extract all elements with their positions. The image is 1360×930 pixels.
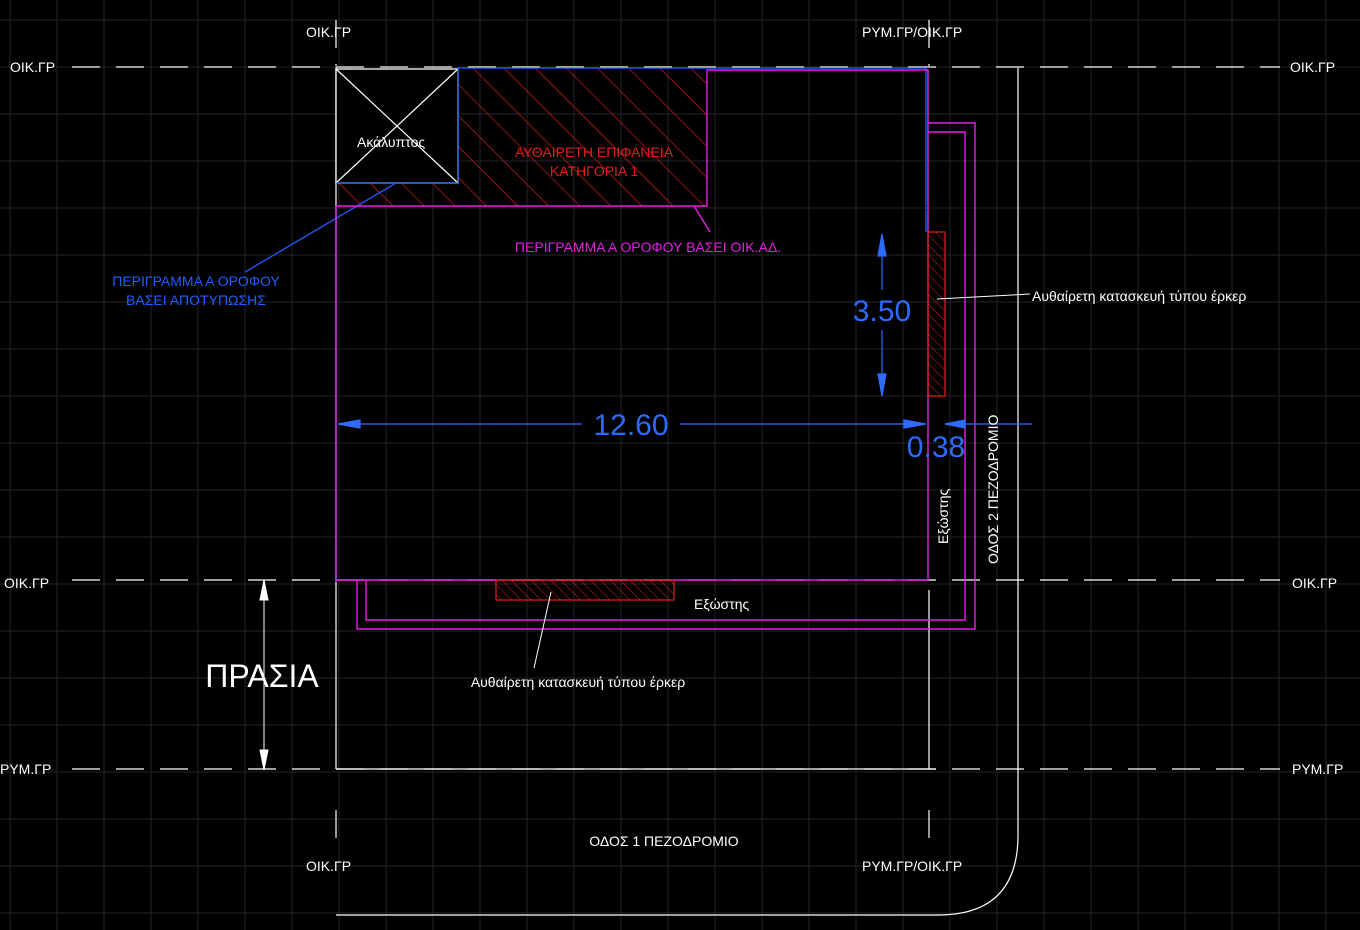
grid-label-left-row2: ΟΙΚ.ΓΡ bbox=[4, 575, 49, 591]
illegal-surface-title: ΑΥΘΑΙΡΕΤΗ ΕΠΙΦΑΝΕΙΑ bbox=[515, 144, 674, 160]
erker-bottom bbox=[495, 579, 675, 601]
width-dimension-value: 12.60 bbox=[593, 409, 668, 442]
erker-right bbox=[927, 231, 946, 397]
erker-depth-value: 0.38 bbox=[907, 431, 965, 464]
grid-label-left-row3: ΡΥΜ.ΓΡ bbox=[0, 761, 51, 777]
erker-right-leader bbox=[936, 293, 1031, 300]
grid-label-right-row1: ΟΙΚ.ΓΡ bbox=[1290, 59, 1335, 75]
building-outline-oik-ad bbox=[335, 69, 976, 630]
prasia-dimension bbox=[259, 579, 269, 771]
akalyptos-label: Ακάλυπτος bbox=[357, 134, 425, 150]
prasia-label: ΠΡΑΣΙΑ bbox=[205, 658, 319, 694]
sidewalk-curb bbox=[336, 68, 1019, 916]
erker-right-label: Αυθαίρετη κατασκευή τύπου έρκερ bbox=[1032, 288, 1246, 304]
erker-length-dimension bbox=[877, 233, 887, 397]
width-dimension bbox=[337, 419, 927, 429]
grid-label-right-row3: ΡΥΜ.ΓΡ bbox=[1292, 761, 1343, 777]
erker-bottom-label: Αυθαίρετη κατασκευή τύπου έρκερ bbox=[471, 674, 685, 690]
outline-survey-label-2: ΒΑΣΕΙ ΑΠΟΤΥΠΩΣΗΣ bbox=[126, 292, 266, 308]
grid-label-top-right: ΡΥΜ.ΓΡ/ΟΙΚ.ΓΡ bbox=[862, 24, 962, 40]
illegal-surface-area bbox=[335, 68, 707, 206]
grid-label-top-left: ΟΙΚ.ΓΡ bbox=[306, 24, 351, 40]
grid-label-right-row2: ΟΙΚ.ΓΡ bbox=[1292, 575, 1337, 591]
street-2-label: ΟΔΟΣ 2 ΠΕΖΟΔΡΟΜΙΟ bbox=[985, 415, 1001, 564]
survey-leader-line bbox=[244, 182, 397, 273]
grid-label-bottom-left: ΟΙΚ.ΓΡ bbox=[306, 858, 351, 874]
outline-survey-label-1: ΠΕΡΙΓΡΑΜΜΑ Α ΟΡΟΦΟΥ bbox=[112, 273, 280, 289]
dashed-boundary-lines bbox=[72, 20, 1280, 850]
erker-bottom-leader bbox=[533, 591, 552, 669]
balcony-outline-inner bbox=[365, 131, 966, 621]
illegal-surface-category: ΚΑΤΗΓΟΡΙΑ 1 bbox=[550, 163, 639, 179]
balcony-right-label: Εξώστης bbox=[935, 489, 951, 544]
grid-label-bottom-right: ΡΥΜ.ΓΡ/ΟΙΚ.ΓΡ bbox=[862, 858, 962, 874]
street-1-label: ΟΔΟΣ 1 ΠΕΖΟΔΡΟΜΙΟ bbox=[589, 833, 738, 849]
erker-length-value: 3.50 bbox=[853, 295, 911, 328]
balcony-bottom-label: Εξώστης bbox=[694, 596, 749, 612]
oik-ad-leader-line bbox=[693, 205, 711, 233]
balcony-outline-outer bbox=[356, 122, 976, 630]
outline-oik-ad-label: ΠΕΡΙΓΡΑΜΜΑ Α ΟΡΟΦΟΥ ΒΑΣΕΙ ΟΙΚ.ΑΔ. bbox=[515, 239, 781, 255]
akalyptos-cross-2 bbox=[335, 68, 459, 184]
erker-depth-dimension bbox=[944, 419, 1032, 429]
grid-label-left-row1: ΟΙΚ.ΓΡ bbox=[10, 59, 55, 75]
